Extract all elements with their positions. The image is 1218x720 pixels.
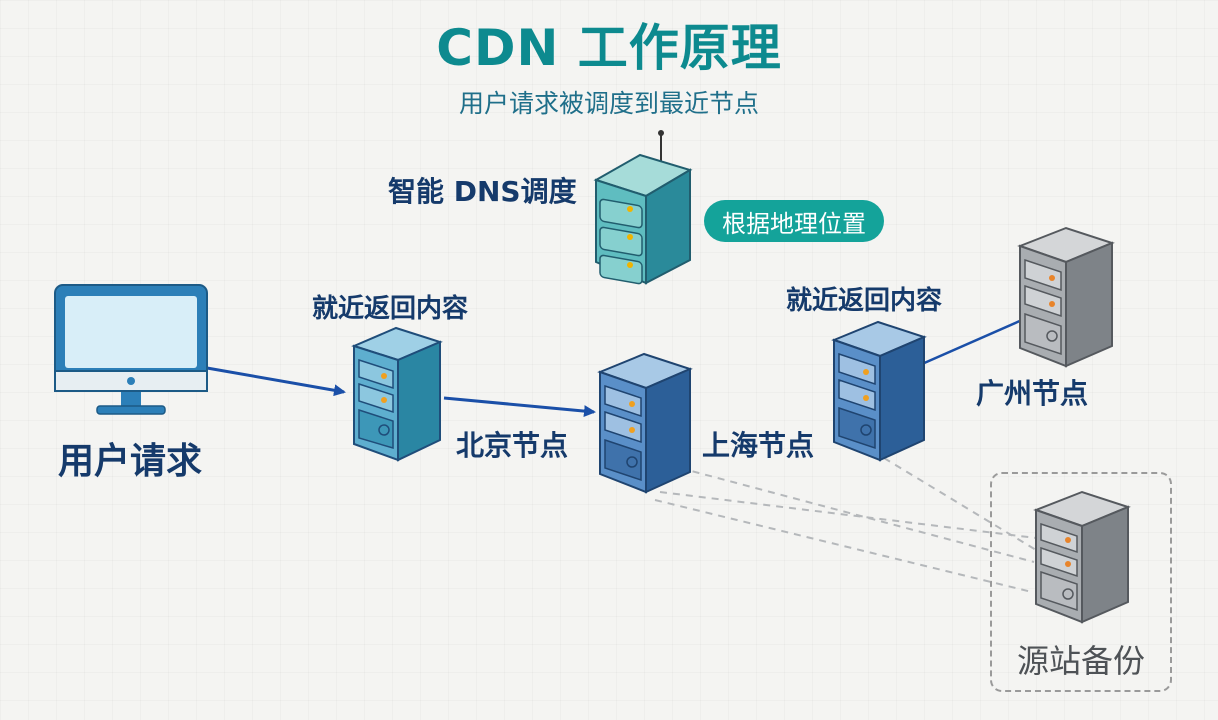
near-node-server-icon: [831, 320, 927, 462]
shanghai-server-icon: [597, 352, 693, 494]
dns-server-icon: [593, 130, 693, 285]
dns-label: 智能 DNS调度: [388, 175, 577, 208]
origin-backup-label: 源站备份: [1016, 642, 1145, 680]
origin-server-icon: [1033, 490, 1131, 624]
diagram-title: CDN 工作原理: [436, 19, 782, 77]
origin-backup-frame: [990, 472, 1172, 692]
guangzhou-server-icon: [1017, 226, 1115, 368]
geo-location-badge: 根据地理位置: [704, 200, 884, 242]
dashed-link-shanghai-b: [679, 467, 1035, 563]
arrow-user-to-beijing: [206, 366, 346, 397]
link-near-to-guangzhou: [921, 318, 1023, 366]
user-request-label: 用户请求: [58, 441, 203, 482]
beijing-server-icon: [351, 326, 443, 462]
arrow-beijing-to-shanghai: [443, 396, 596, 418]
dashed-link-near-node: [883, 457, 1037, 551]
desktop-monitor-icon: [54, 284, 208, 415]
shanghai-node-label: 上海节点: [702, 429, 815, 462]
guangzhou-node-label: 广州节点: [976, 377, 1089, 410]
origin-dashed-links: [654, 457, 1037, 593]
diagram-subtitle: 用户请求被调度到最近节点: [458, 89, 759, 118]
dashed-link-shanghai-a: [659, 491, 1037, 539]
beijing-node-label: 北京节点: [456, 429, 569, 462]
beijing-caption: 就近返回内容: [312, 294, 469, 324]
near-node-caption: 就近返回内容: [786, 286, 943, 316]
